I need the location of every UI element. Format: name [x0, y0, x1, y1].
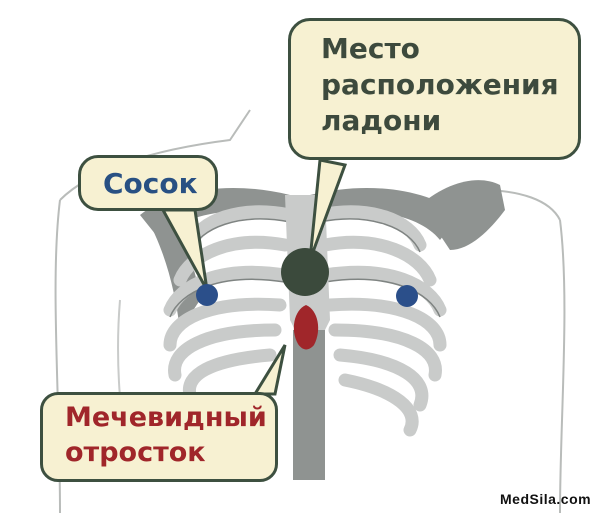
callout-palm-line-1: Место [321, 32, 420, 65]
scapula-left [145, 210, 200, 330]
callout-xiphoid-line-1: Мечевидный [65, 402, 267, 433]
callout-palm-line-2: расположения [321, 67, 559, 101]
palm-position-marker [281, 248, 329, 296]
xiphoid-marker [293, 305, 319, 350]
watermark: MedSila.com [500, 491, 592, 507]
palm-pointer [308, 158, 348, 261]
callout-palm-line-3: ладони [321, 103, 442, 137]
scapula-right [420, 180, 505, 250]
callout-xiphoid-process: Мечевидный отросток [40, 392, 278, 482]
callout-xiphoid-line-2: отросток [65, 437, 206, 469]
nipple-marker-right [396, 285, 418, 307]
callout-palm-placement: Место расположения ладони [288, 18, 581, 160]
body-outline-right [559, 219, 566, 514]
nipple-marker-left [196, 284, 218, 306]
callout-nipple-label: Сосок [103, 167, 198, 200]
ribs-right [313, 205, 447, 437]
callout-nipple: Сосок [78, 155, 218, 211]
spine [293, 330, 325, 480]
